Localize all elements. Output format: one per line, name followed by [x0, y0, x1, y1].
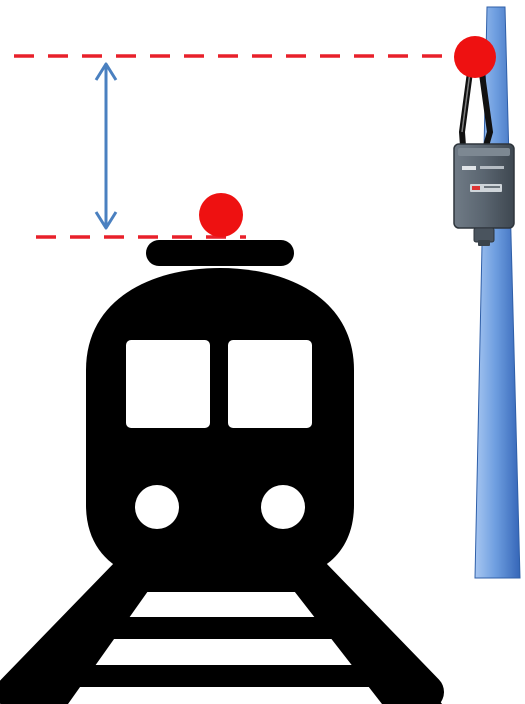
railway-track-icon — [8, 560, 442, 704]
double-headed-arrow-icon — [96, 64, 116, 228]
sensor-marker-dot — [454, 36, 496, 78]
train-marker-dot — [199, 193, 243, 237]
